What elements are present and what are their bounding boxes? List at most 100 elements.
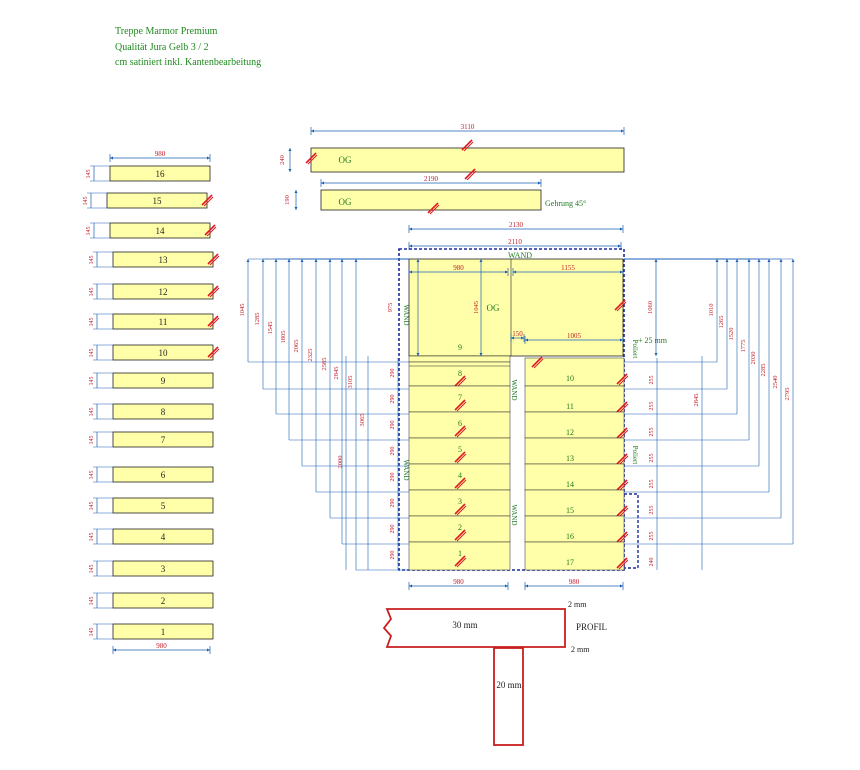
dimension-arrowhead bbox=[246, 259, 250, 262]
polish-stroke bbox=[456, 505, 467, 516]
plan-gap-width-label: 150 bbox=[512, 330, 523, 338]
step-polish-mark bbox=[204, 224, 217, 237]
polish-stroke bbox=[618, 507, 629, 518]
dimension-arrowhead bbox=[409, 244, 412, 248]
plan-right-step-mark bbox=[616, 505, 629, 518]
dimension-arrowhead bbox=[654, 353, 658, 356]
step-slab-7 bbox=[112, 431, 214, 448]
plan-right-outer-label-1520: 1520 bbox=[728, 328, 735, 341]
dimension-arrowhead bbox=[300, 259, 304, 262]
list-height-label: 145 bbox=[89, 471, 95, 480]
header-quality: Qualität Jura Gelb 3 / 2 bbox=[115, 42, 209, 53]
polish-stroke bbox=[616, 373, 628, 385]
dimension-arrowhead bbox=[791, 259, 795, 262]
plan-left-step-mark bbox=[454, 375, 467, 388]
landing-second-note: Gehrung 45° bbox=[545, 199, 586, 208]
polish-stroke bbox=[454, 375, 466, 387]
plan-left-step-number-5: 5 bbox=[458, 445, 462, 454]
polish-stroke bbox=[454, 555, 466, 567]
dimension-arrowhead bbox=[511, 336, 514, 340]
polish-stroke bbox=[456, 531, 467, 542]
list-height-label: 145 bbox=[89, 288, 95, 297]
profile-offset-top: 2 mm bbox=[568, 600, 587, 609]
plan-right-step-number-10: 10 bbox=[566, 374, 574, 383]
plan-right-step-17 bbox=[524, 541, 625, 571]
step-slab-2 bbox=[112, 592, 214, 609]
dimension-arrowhead bbox=[479, 353, 483, 356]
list-height-label: 145 bbox=[89, 377, 95, 386]
list-height-label: 145 bbox=[83, 197, 89, 206]
plan-right-outer-label-2285: 2285 bbox=[760, 364, 767, 377]
step-slab-1 bbox=[112, 623, 214, 640]
step-polish-mark bbox=[207, 346, 220, 359]
plan-right-riser-label: 240 bbox=[649, 558, 655, 567]
plan-inner-width-label: 2110 bbox=[508, 238, 522, 246]
plan-left-riser-label: 290 bbox=[390, 421, 396, 430]
polish-stroke bbox=[454, 425, 466, 437]
plan-left-step-1 bbox=[408, 541, 511, 571]
polish-stroke bbox=[616, 453, 628, 465]
polish-stroke bbox=[207, 315, 219, 327]
profile-riser bbox=[493, 647, 524, 746]
step-slab-4 bbox=[112, 528, 214, 545]
step-slab-number-6: 6 bbox=[161, 470, 166, 480]
step-slab-number-10: 10 bbox=[159, 348, 169, 358]
step-polish-mark bbox=[207, 315, 220, 328]
plan-left-step-number-8: 8 bbox=[458, 369, 462, 378]
plan-left-step-mark bbox=[454, 451, 467, 464]
plan-right-step-14 bbox=[524, 463, 625, 491]
plan-left-riser-label: 290 bbox=[390, 499, 396, 508]
plan-left-step-mark bbox=[454, 529, 467, 542]
wall-outline-right bbox=[624, 493, 639, 569]
landing-second-slab bbox=[320, 189, 542, 211]
plan-left-riser-label: 290 bbox=[390, 551, 396, 560]
header-title: Treppe Marmor Premium bbox=[115, 26, 218, 37]
polish-stroke bbox=[461, 139, 473, 151]
plan-polish-label-mid: Poliert bbox=[631, 446, 639, 465]
polish-stroke bbox=[616, 479, 628, 491]
polish-stroke bbox=[203, 196, 214, 207]
step-slab-number-12: 12 bbox=[159, 287, 168, 297]
plan-left-step-number-4: 4 bbox=[458, 471, 462, 480]
step-slab-number-1: 1 bbox=[161, 627, 166, 637]
plan-left-outer-label-1805: 1805 bbox=[280, 331, 287, 344]
dimension-arrowhead bbox=[621, 129, 624, 133]
plan-left-step-number-7: 7 bbox=[458, 393, 462, 402]
polish-stroke bbox=[531, 356, 543, 368]
step-slab-number-16: 16 bbox=[156, 169, 166, 179]
polish-stroke bbox=[618, 403, 629, 414]
dimension-arrowhead bbox=[654, 259, 658, 262]
dimension-arrowhead bbox=[620, 584, 623, 588]
dimension-arrowhead bbox=[725, 259, 729, 262]
polish-stroke bbox=[456, 479, 467, 490]
polish-stroke bbox=[307, 154, 318, 165]
plan-left-outer-label-2325: 2325 bbox=[307, 349, 314, 362]
polish-stroke bbox=[209, 348, 220, 359]
polish-stroke bbox=[616, 427, 628, 439]
list-width-dim-top-label: 980 bbox=[155, 150, 166, 158]
wall-label-top: WAND bbox=[508, 251, 532, 260]
step-slab-8 bbox=[112, 403, 214, 420]
plan-left-step-7 bbox=[408, 385, 511, 413]
polish-stroke bbox=[464, 168, 476, 180]
plan-right-step-mark bbox=[616, 479, 629, 492]
dimension-arrowhead bbox=[757, 259, 761, 262]
dimension-arrowhead bbox=[113, 648, 116, 652]
dimension-arrowhead bbox=[261, 259, 265, 262]
polish-stroke bbox=[209, 287, 220, 298]
profile-riser-thickness: 20 mm bbox=[496, 680, 521, 690]
plan-left-outer-label-3105: 3105 bbox=[347, 376, 354, 389]
plan-left-riser-label: 290 bbox=[390, 473, 396, 482]
plan-right-step-number-13: 13 bbox=[566, 454, 574, 463]
polish-stroke bbox=[454, 477, 466, 489]
dimension-arrowhead bbox=[735, 259, 739, 262]
landing-top-height-label: 240 bbox=[279, 155, 286, 165]
dimension-arrowhead bbox=[207, 648, 210, 652]
step-slab-6 bbox=[112, 466, 214, 483]
plan-total-width-label: 2130 bbox=[509, 221, 524, 229]
landing-second-label: OG bbox=[339, 197, 352, 207]
landing-top-label: OG bbox=[339, 155, 352, 165]
dimension-arrowhead bbox=[505, 584, 508, 588]
plan-bottom-right-width-label: 980 bbox=[569, 578, 580, 586]
